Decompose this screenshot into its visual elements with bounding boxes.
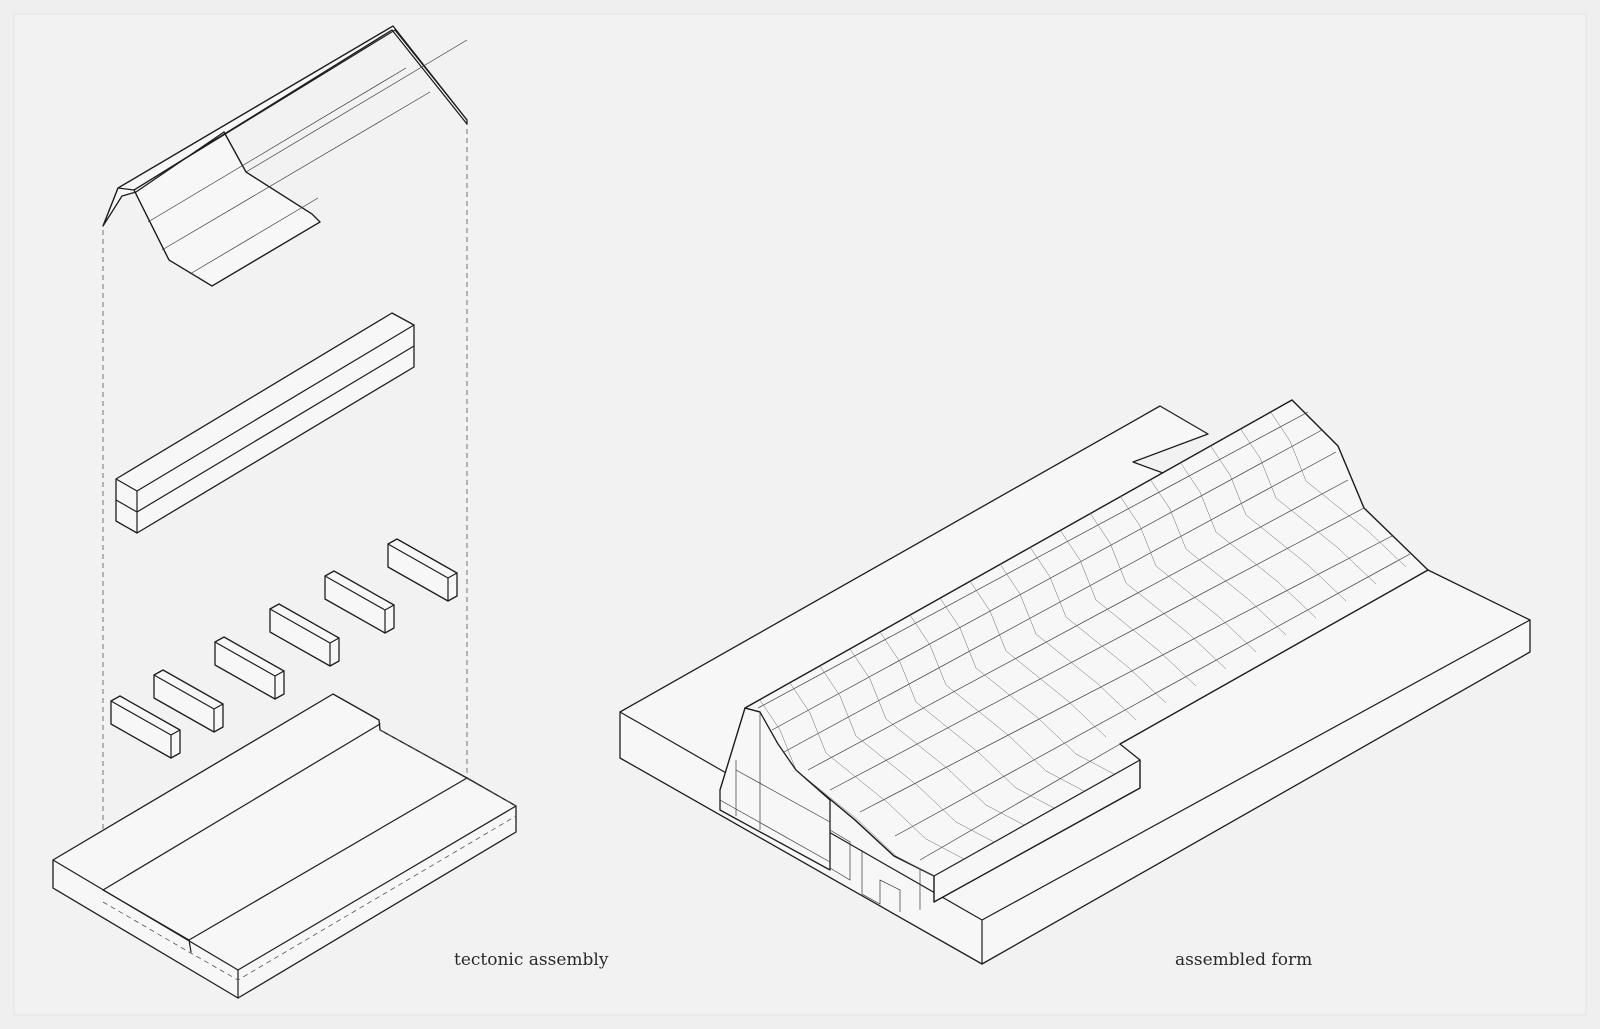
caption-assembled-form: assembled form	[1175, 950, 1313, 970]
alignment-guides	[102, 120, 468, 890]
exploded-assembly	[52, 25, 517, 999]
gable-end	[719, 707, 921, 912]
assembled-roof	[744, 399, 1429, 903]
base-platform	[52, 693, 517, 999]
roof-rafters	[759, 410, 1407, 877]
caption-tectonic-assembly: tectonic assembly	[454, 950, 609, 970]
assembled-form	[619, 399, 1531, 965]
timber-frames	[110, 538, 458, 759]
roof-shell	[102, 25, 468, 287]
ridge-beam	[115, 312, 415, 534]
